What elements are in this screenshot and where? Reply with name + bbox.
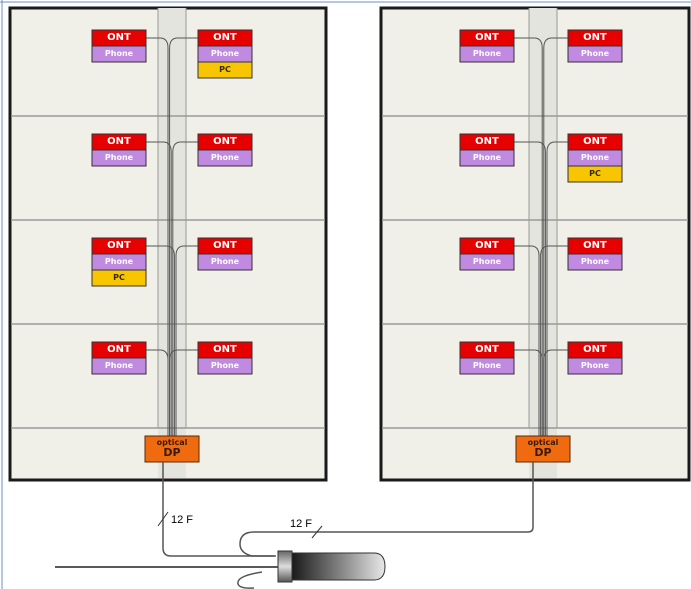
optical-dp-right-label: DP [534, 446, 552, 459]
feeder-cable-left [162, 462, 274, 557]
building-right-floor2-right-pc-label: PC [589, 169, 601, 178]
building-left-floor1-right-phone-label: Phone [210, 49, 240, 58]
building-right-floor3-left-ont-label: ONT [475, 240, 499, 251]
building-right-floor4-left-phone [459, 357, 515, 375]
optical-dp-left [144, 435, 200, 463]
building-right-floor1-left-phone [459, 45, 515, 63]
fiber-count-tick-right [311, 525, 323, 539]
building-left-floor4-right-ont-label: ONT [213, 344, 237, 355]
optical-dp-left-label-top: optical [156, 438, 188, 447]
building-left-floor2-right-ont-label: ONT [213, 136, 237, 147]
building-right-floor1-left-fiber [514, 37, 543, 436]
building-left-floor3-right-phone-label: Phone [210, 257, 240, 266]
building-left-floor1-left-ont-label: ONT [107, 32, 131, 43]
building-right-floor2-left-ont-label: ONT [475, 136, 499, 147]
building-right-floor1-right-phone-label: Phone [580, 49, 610, 58]
optical-dp-left-label: DP [163, 446, 181, 459]
building-left-floor1-right-ont-label: ONT [213, 32, 237, 43]
building-right-floor4-left-ont-label: ONT [475, 344, 499, 355]
optical-dp-right [515, 435, 571, 463]
building-right-floor4-right-phone-label: Phone [580, 361, 610, 370]
building-right-floor2-right-pc [567, 165, 623, 183]
building-left-floor1-right-pc-label: PC [219, 65, 231, 74]
building-left-floor2-right-fiber [172, 141, 198, 436]
building-left-floor4-right-phone-label: Phone [210, 361, 240, 370]
building-left-floor1-left-phone [91, 45, 147, 63]
building-left-floor4-left-fiber [146, 349, 169, 436]
building-right-floor3-left-phone-label: Phone [472, 257, 502, 266]
building-left-floor1-left-fiber [146, 37, 169, 436]
building-right-floor1-left-phone-label: Phone [472, 49, 502, 58]
building-right-floor1-left-ont-label: ONT [475, 32, 499, 43]
building-right-floor2-right-ont-label: ONT [583, 136, 607, 147]
fiber-count-tick-left [157, 511, 169, 527]
building-left-floor2-left-fiber [146, 141, 172, 436]
building-left-floor2-left-phone-label: Phone [104, 153, 134, 162]
building-left-floor2-right-phone [197, 149, 253, 167]
building-right-floor2-left-phone-label: Phone [472, 153, 502, 162]
splice-closure [277, 550, 386, 583]
optical-dp-right-label-top: optical [527, 438, 559, 447]
building-left-floor1-left-phone-label: Phone [104, 49, 134, 58]
building-right-floor2-right-fiber [546, 141, 568, 436]
building-right-floor4-left-phone-label: Phone [472, 361, 502, 370]
building-left-floor3-right-phone [197, 253, 253, 271]
devices [91, 29, 623, 375]
building-right-floor1-right-ont-label: ONT [583, 32, 607, 43]
building-left-floor3-left-pc-label: PC [113, 273, 125, 282]
building-right-floor1-right-fiber [543, 37, 568, 436]
building-right-floor2-right-phone-label: Phone [580, 153, 610, 162]
building-left-floor3-left-ont-label: ONT [107, 240, 131, 251]
building-left-floor3-right-fiber [175, 245, 198, 436]
building-left-floor4-left-phone [91, 357, 147, 375]
fiber-bundles [146, 37, 568, 436]
closure-hook [237, 571, 263, 589]
fiber-count-left: 12 F [171, 514, 194, 526]
building-right-floor4-left-fiber [514, 349, 543, 436]
building-right-floor2-left-fiber [514, 141, 546, 436]
building-right-floor3-right-fiber [540, 245, 568, 436]
building-left-floor2-left-phone [91, 149, 147, 167]
fiber-count-right: 12 F [290, 518, 313, 530]
feeder-cable-right [239, 462, 534, 557]
building-left-floor4-right-fiber [169, 349, 198, 436]
building-right-floor3-right-ont-label: ONT [583, 240, 607, 251]
building-right-floor2-left-phone [459, 149, 515, 167]
building-right-floor4-right-ont-label: ONT [583, 344, 607, 355]
building-left-floor3-right-ont-label: ONT [213, 240, 237, 251]
building-left-floor1-right-fiber [169, 37, 198, 436]
building-left-floor3-left-fiber [146, 245, 175, 436]
building-right-floor4-right-phone [567, 357, 623, 375]
building-left-floor2-left-ont-label: ONT [107, 136, 131, 147]
building-right-floor4-right-fiber [543, 349, 568, 436]
building-right-floor1-right-phone [567, 45, 623, 63]
building-left-floor1-right-pc [197, 61, 253, 79]
building-left-floor2-right-phone-label: Phone [210, 153, 240, 162]
building-right-floor3-left-phone [459, 253, 515, 271]
building-right [379, 6, 691, 482]
building-right-floor3-right-phone-label: Phone [580, 257, 610, 266]
building-left-floor4-right-phone [197, 357, 253, 375]
building-right-floor3-right-phone [567, 253, 623, 271]
building-right-floor3-left-fiber [514, 245, 540, 436]
building-left-floor4-left-phone-label: Phone [104, 361, 134, 370]
building-left-floor3-left-phone-label: Phone [104, 257, 134, 266]
building-left-floor4-left-ont-label: ONT [107, 344, 131, 355]
building-left-floor3-left-pc [91, 269, 147, 287]
